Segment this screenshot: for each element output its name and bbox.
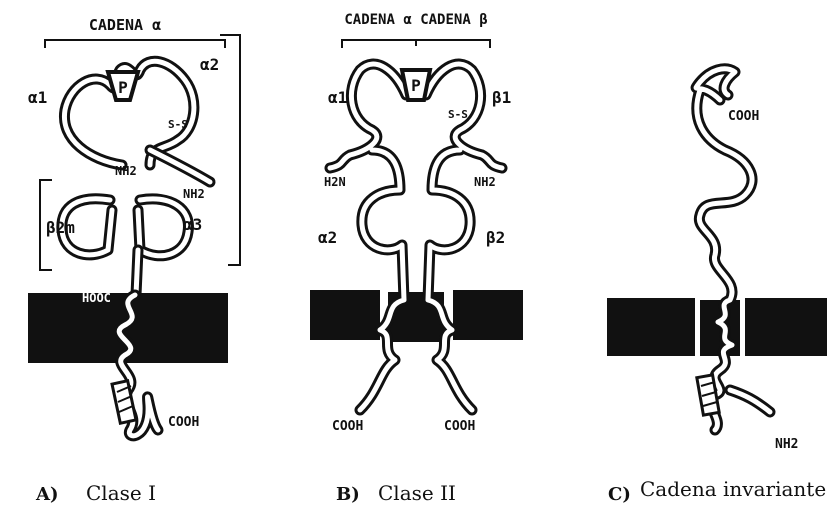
ss-bond-label-b: S-S [448,108,468,121]
caption-letter-c: C) [608,484,631,505]
panel-b-class-ii: CADENA α CADENA β P S-S α1 β1 α2 β2 H2N … [310,12,523,505]
caption-letter-a: A) [35,484,58,505]
header-bracket-a [45,40,225,48]
caption-letter-b: B) [336,484,360,505]
membrane-b-left [310,290,380,340]
caption-text-a: Clase I [86,481,156,505]
header-label-a: CADENA α [89,16,161,34]
alpha1-label-b: α1 [328,88,347,107]
cooh-label-c: COOH [728,109,759,124]
h2n-label-b: H2N [324,175,346,189]
b2m-label-a: β2m [46,218,75,237]
panel-c-invariant-chain: COOH NH2 C) Cadena invariante [607,69,827,505]
nh2-label-a1: NH2 [115,164,137,178]
peptide-label-b: P [411,76,421,95]
alpha1-label-a: α1 [28,88,47,107]
hooc-label-a: HOOC [82,291,111,305]
membrane-c-right [745,298,827,356]
alpha2-label-a: α2 [200,55,219,74]
ss-bond-label-a: S-S [168,118,188,131]
cooh-left-label-b: COOH [332,419,363,434]
cooh-right-label-b: COOH [444,419,475,434]
caption-text-b: Clase II [378,481,456,505]
alpha1-alpha2-domain: P S-S [64,61,210,182]
alpha2-label-b: α2 [318,228,337,247]
header-label-b: CADENA α CADENA β [344,12,487,28]
caption-text-c: Cadena invariante [640,477,826,501]
peptide-label-a: P [118,78,128,97]
membrane-b-right [453,290,523,340]
alpha3-b2m-domain [62,199,189,295]
beta2-label-b: β2 [486,228,505,247]
right-bracket-a [220,35,240,265]
header-bracket-b [342,40,490,48]
alpha3-label-a: α3 [183,215,202,234]
panel-a-class-i: CADENA α P S-S [28,16,240,505]
nh2-label-c: NH2 [775,437,798,452]
membrane-c-left [607,298,695,356]
nh2-label-b: NH2 [474,175,496,189]
class-ii-chains: P S-S [330,64,502,410]
beta1-label-b: β1 [492,88,511,107]
cooh-label-a: COOH [168,415,199,430]
nh2-label-a2: NH2 [183,187,205,201]
